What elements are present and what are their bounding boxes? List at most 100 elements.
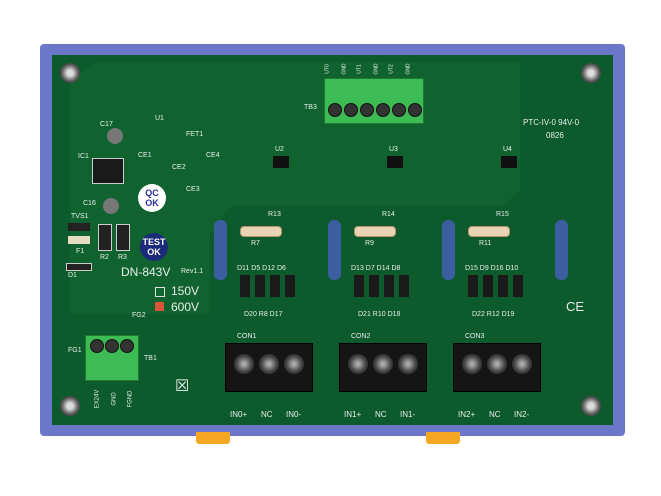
- diode-d1: [66, 263, 92, 271]
- fuse-f1: [68, 236, 90, 244]
- connector-label: CON2: [351, 333, 371, 340]
- connector-label: CON3: [465, 333, 485, 340]
- resistor-r3: [116, 224, 130, 251]
- input-terminal-block[interactable]: [339, 343, 427, 392]
- diode-labels: D21 R10 D18: [358, 311, 401, 318]
- terminal-screw-icon[interactable]: [398, 354, 418, 374]
- ic1-label: IC1: [78, 153, 89, 160]
- resistor-label: R15: [496, 211, 509, 218]
- protection-diodes: [240, 275, 300, 297]
- fet1-label: FET1: [186, 131, 204, 138]
- ce1-label: CE1: [138, 152, 152, 159]
- resistor-r2: [98, 224, 112, 251]
- ce-mark: CE: [566, 299, 585, 314]
- d1-label: D1: [68, 272, 77, 279]
- ce4-label: CE4: [206, 152, 220, 159]
- input-terminal-block[interactable]: [225, 343, 313, 392]
- pin-label: IN2-: [514, 410, 530, 419]
- connector-label: CON1: [237, 333, 257, 340]
- resistor-label: R9: [365, 240, 374, 247]
- r3-label: R3: [118, 254, 127, 261]
- ce2-label: CE2: [172, 164, 186, 171]
- opto-ic-label: U4: [503, 146, 512, 153]
- isolation-slot: [328, 220, 341, 280]
- diode-labels: D13 D7 D14 D8: [351, 265, 401, 272]
- qc-badge-text: QC OK: [145, 188, 159, 208]
- terminal-screw-icon[interactable]: [259, 354, 279, 374]
- tb1-label: TB1: [144, 355, 157, 362]
- opto-isolator-ic: [387, 156, 403, 168]
- protection-diodes: [354, 275, 414, 297]
- resistor-label: R14: [382, 211, 395, 218]
- tvs-diode: [68, 223, 90, 231]
- voltage-600v-label: 600V: [171, 300, 200, 314]
- power-resistor: [354, 226, 396, 237]
- capacitor-c16: [103, 198, 119, 214]
- isolation-slot: [442, 220, 455, 280]
- pin-label: IN1+: [344, 410, 362, 419]
- mount-screw-icon: [581, 396, 601, 416]
- c16-label: C16: [83, 200, 96, 207]
- terminal-screw-icon[interactable]: [487, 354, 507, 374]
- c17-label: C17: [100, 121, 113, 128]
- tb3-label: TB3: [304, 104, 317, 111]
- opto-ic-label: U2: [275, 146, 284, 153]
- terminal-screw-icon[interactable]: [348, 354, 368, 374]
- tb3-pin-label: UT0: [324, 64, 331, 74]
- diode-labels: D15 D9 D16 D10: [465, 265, 519, 272]
- terminal-screw-icon[interactable]: [373, 354, 393, 374]
- weee-bin-icon: ☒: [175, 378, 190, 395]
- resistor-label: R7: [251, 240, 260, 247]
- diode-labels: D20 R8 D17: [244, 311, 283, 318]
- resistor-label: R13: [268, 211, 281, 218]
- isolation-slot: [214, 220, 227, 280]
- pin-label: IN1-: [400, 410, 416, 419]
- u1-label: U1: [155, 115, 164, 122]
- tb1-pin-label: EX24V: [94, 389, 101, 409]
- tb1-pin-label: FGND: [127, 390, 134, 408]
- tb3-pin-label: UT2: [388, 64, 395, 74]
- voltage-150v-label: 150V: [171, 284, 200, 298]
- capacitor-c17: [107, 128, 123, 144]
- pin-label: IN0-: [286, 410, 302, 419]
- date-code: 0826: [546, 131, 564, 140]
- regulator-ic1: [92, 158, 124, 184]
- terminal-screw-icon[interactable]: [234, 354, 254, 374]
- power-resistor: [468, 226, 510, 237]
- opto-isolator-ic: [501, 156, 517, 168]
- mount-screw-icon: [60, 63, 80, 83]
- tb1-pin-label: GND: [111, 392, 118, 406]
- diode-labels: D11 D5 D12 D6: [237, 265, 286, 272]
- fg1-label: FG1: [68, 347, 82, 354]
- test-ok-badge: TEST OK: [140, 233, 168, 261]
- r2-label: R2: [100, 254, 109, 261]
- pin-label: NC: [261, 410, 273, 419]
- protection-diodes: [468, 275, 528, 297]
- model-name: DN-843V: [121, 265, 171, 279]
- tvs1-label: TVS1: [71, 213, 89, 220]
- pin-label: NC: [489, 410, 501, 419]
- mount-screw-icon: [581, 63, 601, 83]
- pin-label: NC: [375, 410, 387, 419]
- f1-label: F1: [76, 248, 85, 255]
- terminal-screw-icon[interactable]: [512, 354, 532, 374]
- tb3-pin-label: GND: [341, 63, 348, 75]
- tb3-pin-label: GND: [373, 63, 380, 75]
- resistor-label: R11: [479, 240, 492, 247]
- terminal-screw-icon[interactable]: [284, 354, 304, 374]
- input-terminal-block[interactable]: [453, 343, 541, 392]
- pin-label: IN2+: [458, 410, 476, 419]
- tb3-pin-label: UT1: [356, 64, 363, 74]
- ce3-label: CE3: [186, 186, 200, 193]
- terminal-screw-icon[interactable]: [462, 354, 482, 374]
- fg2-label: FG2: [132, 312, 146, 319]
- voltage-600v-checkbox: [155, 302, 164, 311]
- test-badge-text: TEST OK: [142, 237, 166, 257]
- tb3-pin-label: GND: [405, 63, 412, 75]
- pin-label: IN0+: [230, 410, 248, 419]
- revision: Rev1.1: [181, 268, 204, 275]
- opto-isolator-ic: [273, 156, 289, 168]
- qc-ok-badge: QC OK: [138, 184, 166, 212]
- opto-ic-label: U3: [389, 146, 398, 153]
- power-resistor: [240, 226, 282, 237]
